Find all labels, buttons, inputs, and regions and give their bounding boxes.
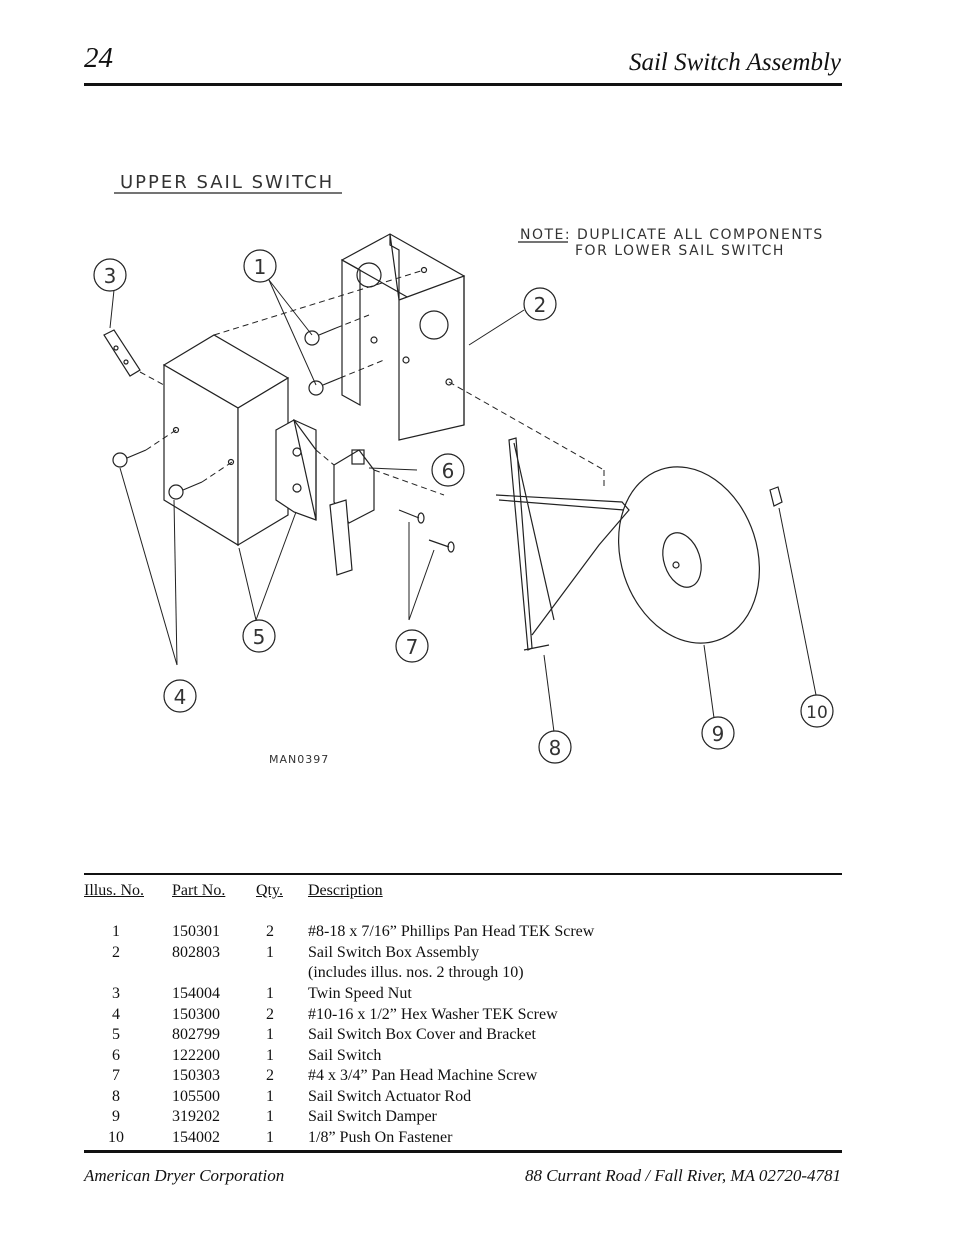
col-header-qty: Qty. <box>256 882 283 899</box>
table-row-part: 150301 <box>172 923 220 940</box>
table-row-qty: 1 <box>266 1088 274 1105</box>
footer-company: American Dryer Corporation <box>84 1166 285 1185</box>
sail-switch-cover <box>162 334 290 547</box>
twin-speed-nut <box>103 329 141 377</box>
callout-1: 1 <box>243 249 277 283</box>
table-row-part: 154002 <box>172 1129 220 1146</box>
machine-screw-7 <box>398 509 455 553</box>
table-row-part: 150303 <box>172 1067 220 1084</box>
table-row-illus: 8 <box>112 1088 120 1105</box>
table-row-part: 319202 <box>172 1108 220 1125</box>
table-row-desc: #8-18 x 7/16” Phillips Pan Head TEK Scre… <box>308 923 595 940</box>
table-row-qty: 1 <box>266 1108 274 1125</box>
table-row-desc: Sail Switch <box>308 1047 382 1064</box>
table-row-qty: 1 <box>266 1026 274 1043</box>
footer-rule <box>84 1150 842 1153</box>
callout-9: 9 <box>701 716 735 750</box>
col-header-desc: Description <box>308 882 383 899</box>
table-row-illus: 7 <box>112 1067 120 1084</box>
exploded-assembly-drawing: UPPER SAIL SWITCH NOTE: DUPLICATE ALL CO… <box>93 172 834 766</box>
table-row-desc: Sail Switch Box Assembly <box>308 944 480 961</box>
svg-text:6: 6 <box>442 459 455 483</box>
table-rule <box>84 873 842 875</box>
table-row-qty: 1 <box>266 985 274 1002</box>
table-row-illus: 3 <box>112 985 120 1002</box>
table-row-desc: Sail Switch Actuator Rod <box>308 1088 472 1105</box>
svg-text:7: 7 <box>406 635 419 659</box>
table-row-illus: 5 <box>112 1026 120 1043</box>
tek-screw-1 <box>304 327 341 396</box>
svg-text:8: 8 <box>549 736 562 760</box>
callout-3: 3 <box>93 258 127 292</box>
push-on-fastener <box>769 486 783 507</box>
footer-address: 88 Currant Road / Fall River, MA 02720-4… <box>524 1166 841 1185</box>
table-row-illus: 9 <box>112 1108 120 1125</box>
table-row-desc: 1/8” Push On Fastener <box>308 1129 453 1146</box>
svg-text:5: 5 <box>253 625 266 649</box>
table-row-part: 150300 <box>172 1006 220 1023</box>
svg-text:1: 1 <box>254 255 267 279</box>
table-row-part: 154004 <box>172 985 220 1002</box>
svg-text:10: 10 <box>806 703 828 723</box>
table-row-desc: Twin Speed Nut <box>308 985 412 1002</box>
table-row-desc: Sail Switch Damper <box>308 1108 437 1125</box>
callout-8: 8 <box>538 730 572 764</box>
svg-text:9: 9 <box>712 722 725 746</box>
table-row-part: 122200 <box>172 1047 220 1064</box>
col-header-illus: Illus. No. <box>84 882 144 899</box>
drawing-note-line2: FOR LOWER SAIL SWITCH <box>575 243 785 259</box>
table-row-desc: Sail Switch Box Cover and Bracket <box>308 1026 536 1043</box>
hex-washer-screw-4 <box>112 449 203 500</box>
drawing-caption: UPPER SAIL SWITCH <box>120 172 334 193</box>
sail-switch-body <box>329 449 375 576</box>
callout-10: 10 <box>800 694 834 728</box>
table-row-illus: 1 <box>112 923 120 940</box>
callout-6: 6 <box>431 453 465 487</box>
actuator-rod <box>495 437 630 651</box>
table-row-part: 802803 <box>172 944 220 961</box>
callout-4: 4 <box>163 679 197 713</box>
callout-5: 5 <box>242 619 276 653</box>
drawing-code: MAN0397 <box>269 753 329 766</box>
svg-text:4: 4 <box>174 685 187 709</box>
table-row-part: 802799 <box>172 1026 220 1043</box>
table-row-part: 105500 <box>172 1088 220 1105</box>
drawing-note-line1: NOTE: DUPLICATE ALL COMPONENTS <box>520 227 824 243</box>
sail-damper <box>618 466 760 644</box>
sail-switch-bracket <box>275 418 317 521</box>
table-row-illus: 6 <box>112 1047 120 1064</box>
callout-2: 2 <box>523 287 557 321</box>
table-row-qty: 2 <box>266 923 274 940</box>
sail-switch-box <box>340 233 466 441</box>
page-number: 24 <box>84 42 113 74</box>
table-row-illus: 10 <box>108 1129 124 1146</box>
table-row-qty: 1 <box>266 1047 274 1064</box>
table-row-qty: 1 <box>266 1129 274 1146</box>
table-row-desc-note: (includes illus. nos. 2 through 10) <box>308 964 524 981</box>
col-header-part: Part No. <box>172 882 226 899</box>
table-row-desc: #4 x 3/4” Pan Head Machine Screw <box>308 1067 538 1084</box>
table-row-desc: #10-16 x 1/2” Hex Washer TEK Screw <box>308 1006 558 1023</box>
table-row-illus: 2 <box>112 944 120 961</box>
header-rule <box>84 83 842 86</box>
table-row-qty: 2 <box>266 1006 274 1023</box>
table-row-qty: 2 <box>266 1067 274 1084</box>
svg-text:2: 2 <box>534 293 547 317</box>
table-row-qty: 1 <box>266 944 274 961</box>
svg-text:3: 3 <box>104 264 117 288</box>
callout-7: 7 <box>395 629 429 663</box>
table-row-illus: 4 <box>112 1006 120 1023</box>
page-title: Sail Switch Assembly <box>628 49 841 76</box>
